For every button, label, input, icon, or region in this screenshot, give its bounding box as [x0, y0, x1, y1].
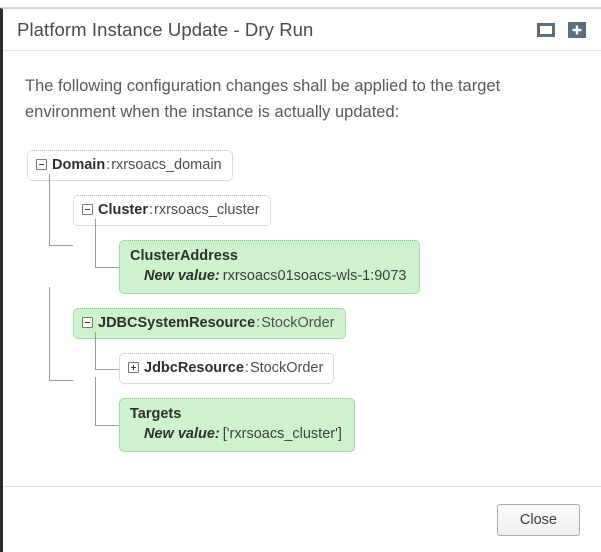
dialog-body: The following configuration changes shal…: [3, 51, 601, 486]
tree-node-domain: Domain:rxrsoacs_domain Cluster:rxrsoacs_…: [27, 143, 579, 459]
tree-node-jdbc-resource: JdbcResource:StockOrder: [95, 332, 579, 391]
node-cluster-separator: :: [148, 202, 153, 218]
close-button[interactable]: Close: [496, 503, 580, 536]
node-jdbc-system-resource-separator: :: [256, 315, 261, 331]
node-targets-label: New value:: [144, 426, 220, 442]
node-jdbc-system-resource-type: JDBCSystemResource: [98, 315, 256, 331]
intro-text: The following configuration changes shal…: [25, 77, 501, 121]
node-cluster[interactable]: Cluster:rxrsoacs_cluster: [73, 195, 271, 226]
node-domain[interactable]: Domain:rxrsoacs_domain: [27, 150, 233, 181]
background-text-3: Firmware CPU: [240, 0, 312, 3]
node-domain-type: Domain: [52, 157, 106, 173]
dialog-title: Platform Instance Update - Dry Run: [17, 18, 314, 40]
tree-node-targets: Targets New value:['rxrsoacs_cluster']: [95, 377, 579, 459]
background-text-2: Critical: [192, 0, 229, 3]
configuration-change-tree: Domain:rxrsoacs_domain Cluster:rxrsoacs_…: [27, 143, 579, 459]
maximize-icon[interactable]: [536, 20, 556, 40]
domain-children: Cluster:rxrsoacs_cluster ClusterAddress …: [49, 174, 579, 459]
jdbc-system-resource-children: JdbcResource:StockOrder Targets New valu…: [95, 332, 579, 459]
node-cluster-value: rxrsoacs_cluster: [154, 202, 260, 218]
node-targets-value: ['rxrsoacs_cluster']: [222, 426, 342, 442]
node-targets-name: Targets: [130, 406, 182, 422]
node-cluster-type: Cluster: [98, 202, 148, 218]
node-domain-value: rxrsoacs_domain: [111, 157, 222, 173]
tree-node-jdbc-system-resource: JDBCSystemResource:StockOrder JdbcResour…: [49, 287, 579, 459]
toggle-jdbc-system-resource-icon[interactable]: [82, 317, 93, 328]
node-jdbc-system-resource-value: StockOrder: [261, 315, 335, 331]
window-controls: [536, 20, 587, 40]
background-text-1: Total Alarms: [40, 0, 100, 3]
toggle-cluster-icon[interactable]: [82, 204, 93, 215]
node-cluster-address-change: New value:rxrsoacs01soacs-wls-1:9073: [130, 266, 407, 286]
node-jdbc-resource-type: JdbcResource: [144, 360, 244, 376]
node-jdbc-resource[interactable]: JdbcResource:StockOrder: [119, 353, 335, 384]
node-cluster-address-value: rxrsoacs01soacs-wls-1:9073: [222, 268, 407, 284]
node-targets-change: New value:['rxrsoacs_cluster']: [130, 424, 342, 444]
dialog-footer: Close: [3, 486, 601, 552]
close-icon[interactable]: [567, 20, 587, 40]
tree-node-cluster: Cluster:rxrsoacs_cluster ClusterAddress …: [49, 174, 579, 301]
cluster-children: ClusterAddress New value:rxrsoacs01soacs…: [95, 219, 579, 301]
background-divider: [0, 7, 601, 8]
node-jdbc-system-resource[interactable]: JDBCSystemResource:StockOrder: [73, 308, 346, 339]
node-domain-separator: :: [106, 157, 111, 173]
dry-run-dialog: Platform Instance Update - Dry Run: [0, 8, 601, 552]
node-cluster-address-label: New value:: [144, 268, 220, 284]
tree-node-cluster-address: ClusterAddress New value:rxrsoacs01soacs…: [95, 219, 579, 301]
background-page: Total Alarms Critical Firmware CPU: [0, 0, 601, 8]
toggle-jdbc-resource-icon[interactable]: [128, 362, 139, 373]
node-targets[interactable]: Targets New value:['rxrsoacs_cluster']: [119, 398, 355, 452]
toggle-domain-icon[interactable]: [36, 159, 47, 170]
node-jdbc-resource-separator: :: [244, 360, 249, 376]
node-jdbc-resource-value: StockOrder: [249, 360, 324, 376]
dialog-titlebar: Platform Instance Update - Dry Run: [3, 9, 601, 51]
node-cluster-address-name: ClusterAddress: [130, 248, 238, 264]
node-cluster-address[interactable]: ClusterAddress New value:rxrsoacs01soacs…: [119, 240, 420, 294]
